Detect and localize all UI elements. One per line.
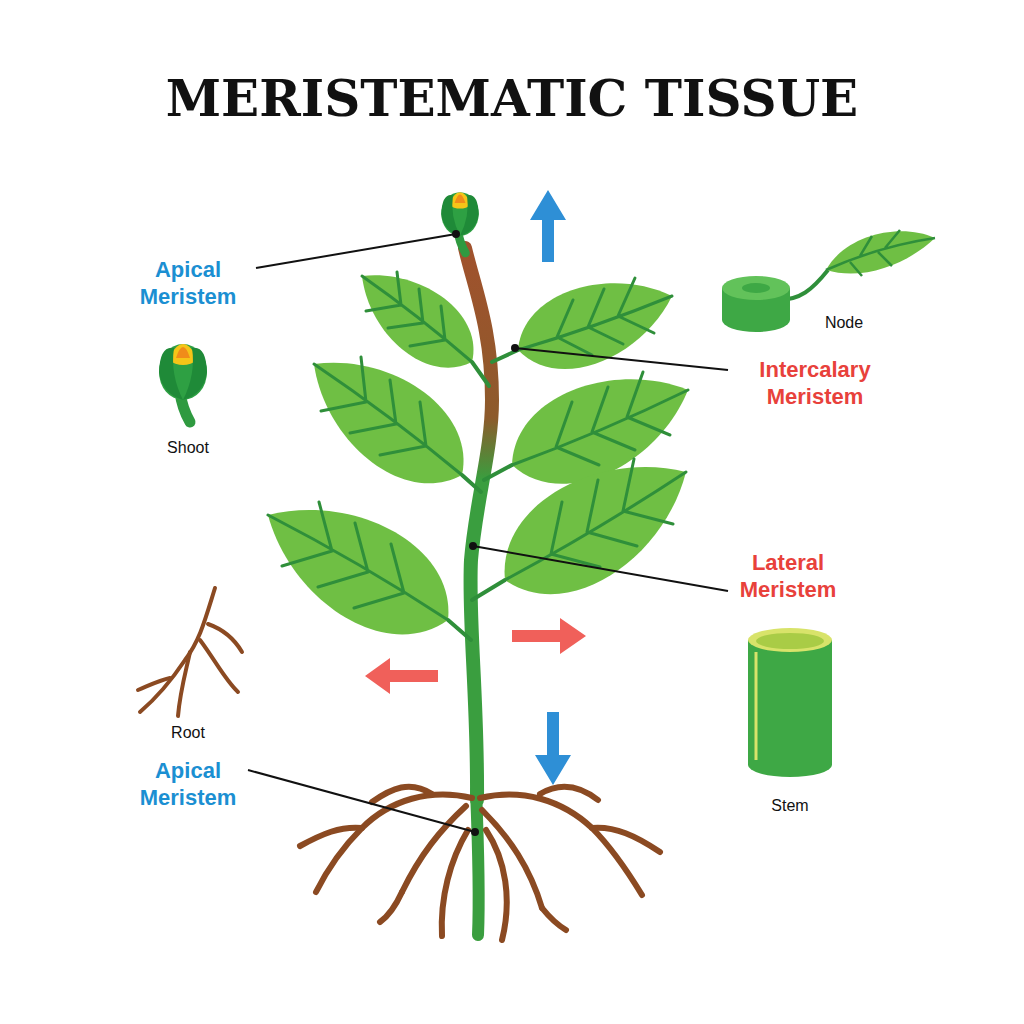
leader-line — [515, 348, 728, 370]
icon-caption: Stem — [735, 796, 845, 816]
root-line — [540, 787, 598, 800]
root-icon-line — [178, 652, 190, 716]
leader-line — [248, 770, 475, 832]
root-line — [300, 828, 362, 846]
stem-cylinder-side — [748, 640, 832, 777]
growth-arrow-right — [512, 618, 586, 654]
root-line — [482, 810, 542, 908]
leaf-vein — [268, 502, 448, 620]
leaf-vein — [505, 459, 686, 580]
leaf-vein — [518, 278, 672, 355]
stem-cylinder-core — [756, 633, 824, 649]
leaf — [268, 502, 471, 640]
stem-cylinder-rim — [748, 628, 832, 652]
stem-cylinder-highlight — [755, 652, 758, 760]
apical-bud — [441, 192, 478, 253]
icon-caption: Node — [789, 313, 899, 333]
leaf-petiole — [472, 580, 505, 600]
growth-arrow-down — [535, 712, 571, 785]
leaves — [268, 272, 688, 640]
root-icon-line — [140, 588, 215, 712]
leaf-petiole — [484, 465, 512, 480]
leader-dot — [453, 231, 459, 237]
root-line — [380, 892, 402, 922]
leader-lines — [248, 231, 728, 835]
icon-caption: Shoot — [133, 438, 243, 458]
leader-dot — [472, 829, 478, 835]
meristem-label: Apical Meristem — [118, 256, 258, 310]
node-disc-core — [742, 283, 770, 293]
growth-arrow-up — [530, 190, 566, 262]
leaf-petiole — [462, 475, 481, 492]
icon-caption: Root — [133, 723, 243, 743]
shoot-icon — [159, 344, 207, 422]
stem-root-tip — [476, 790, 479, 935]
leaf — [484, 372, 688, 484]
leaf-vein — [314, 357, 462, 475]
root-line — [372, 787, 432, 802]
leaf-petiole — [448, 620, 471, 640]
leaf-vein — [512, 372, 688, 465]
node-leaf-vein — [826, 230, 935, 276]
root-icon-line — [200, 640, 238, 692]
root-icon-line — [208, 624, 242, 652]
meristem-label: Lateral Meristem — [713, 549, 863, 603]
leader-dot — [470, 543, 476, 549]
title: MERISTEMATIC TISSUE — [0, 68, 1024, 130]
root-line — [486, 830, 507, 940]
meristem-label: Intercalary Meristem — [730, 356, 900, 410]
node-disc-top — [722, 276, 790, 300]
growth-arrow-left — [365, 658, 438, 694]
root-line — [442, 830, 468, 936]
node-icon — [722, 230, 935, 332]
leaf-vein — [362, 272, 472, 362]
leader-dot — [512, 345, 518, 351]
stem-cylinder-icon — [748, 628, 832, 777]
leader-line — [473, 546, 728, 591]
leader-line — [256, 234, 456, 268]
leaf — [362, 272, 489, 386]
node-leaf — [826, 231, 935, 273]
root-line — [542, 908, 566, 930]
root-icon — [138, 588, 242, 716]
plant-roots — [300, 787, 660, 940]
meristem-label: Apical Meristem — [118, 757, 258, 811]
root-line — [592, 828, 660, 852]
leaf-petiole — [472, 362, 489, 386]
leaf — [314, 357, 481, 492]
root-icon-line — [138, 678, 170, 690]
